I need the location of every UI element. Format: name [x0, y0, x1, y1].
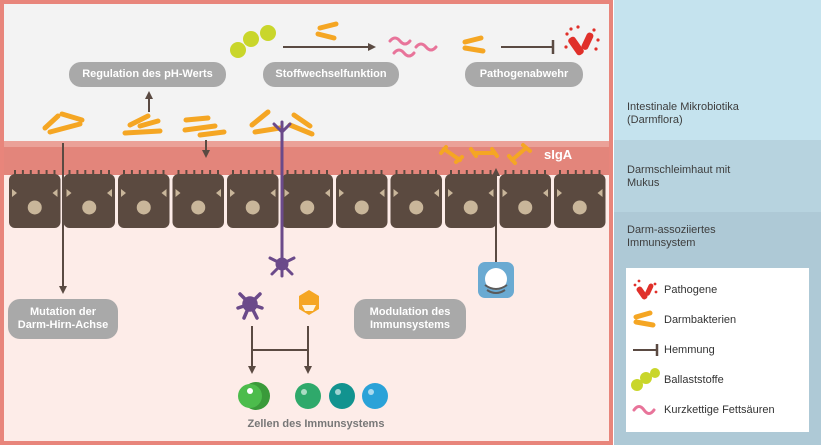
dendritic-cell — [272, 120, 292, 264]
label-siga: sIgA — [544, 147, 573, 162]
epithelial-cell — [172, 170, 224, 228]
label-ph-regulation: Regulation des pH-Werts — [69, 62, 226, 87]
epithelial-cell — [281, 170, 333, 228]
label-immune-modulation: Modulation des Immunsystems — [354, 299, 466, 339]
main-frame — [0, 0, 613, 445]
legend-item-inhibition: Hemmung — [626, 336, 809, 364]
immune-branch — [251, 326, 309, 351]
immune-cell-teal — [329, 383, 355, 409]
inhibition-icon — [626, 336, 664, 364]
fiber-icon — [626, 366, 664, 394]
legend: Pathogene Darmbakterien Hemmung — [626, 268, 809, 432]
pathogen-cluster — [564, 25, 600, 56]
macrophage-cell — [236, 292, 264, 320]
immune-cell-b-front — [238, 384, 262, 408]
mast-cell — [299, 290, 319, 315]
side-panel-microbiota — [614, 0, 821, 140]
dendritic-cell-body — [268, 256, 296, 278]
epithelial-cell-layer — [9, 170, 606, 228]
side-panel-mucosa — [614, 140, 821, 212]
epithelial-cell — [227, 170, 279, 228]
siga-antibodies — [439, 143, 532, 165]
label-metabolism: Stoffwechselfunktion — [263, 62, 399, 87]
epithelial-cell — [63, 170, 115, 228]
epithelial-cell — [118, 170, 170, 228]
bacteria-icon — [626, 306, 664, 334]
label-immune-cells: Zellen des Immunsystems — [247, 418, 385, 430]
mucus-layer-highlight — [2, 141, 611, 147]
epithelial-cell — [9, 170, 61, 228]
legend-item-pathogens: Pathogene — [626, 276, 809, 304]
epithelial-cell — [336, 170, 388, 228]
immune-cells — [238, 382, 388, 410]
epithelial-cell — [554, 170, 606, 228]
label-pathogen-defense: Pathogenabwehr — [465, 62, 583, 87]
epithelial-cell — [499, 170, 551, 228]
legend-item-gut-bacteria: Darmbakterien — [626, 306, 809, 334]
plasma-cell — [478, 262, 514, 298]
legend-label-scfa: Kurzkettige Fettsäuren — [664, 404, 775, 416]
legend-label-fiber: Ballaststoffe — [664, 374, 724, 386]
legend-label-gut-bacteria: Darmbakterien — [664, 314, 737, 326]
epithelial-cell — [445, 170, 497, 228]
band-label-microbiota: Intestinale Mikrobiotika (Darmflora) — [627, 101, 739, 126]
legend-item-fiber: Ballaststoffe — [626, 366, 809, 394]
gut-bacteria — [42, 21, 486, 138]
immune-cell-blue — [362, 383, 388, 409]
scfa-icon — [626, 396, 664, 424]
epithelial-cell — [390, 170, 442, 228]
legend-item-scfa: Kurzkettige Fettsäuren — [626, 396, 809, 424]
band-label-mucosa: Darmschleimhaut mit Mukus — [627, 164, 731, 189]
band-label-immune-system: Darm-assoziiertes Immunsystem — [627, 224, 716, 249]
scfa-molecules — [388, 36, 438, 58]
legend-label-inhibition: Hemmung — [664, 344, 715, 356]
legend-label-pathogens: Pathogene — [664, 284, 718, 296]
immune-cell-green — [295, 383, 321, 409]
fiber-molecules — [230, 25, 276, 58]
label-gut-brain-axis: Mutation der Darm-Hirn-Achse — [8, 299, 118, 339]
pathogen-icon — [626, 276, 664, 304]
immune-cell-b-nucleus — [247, 388, 253, 394]
